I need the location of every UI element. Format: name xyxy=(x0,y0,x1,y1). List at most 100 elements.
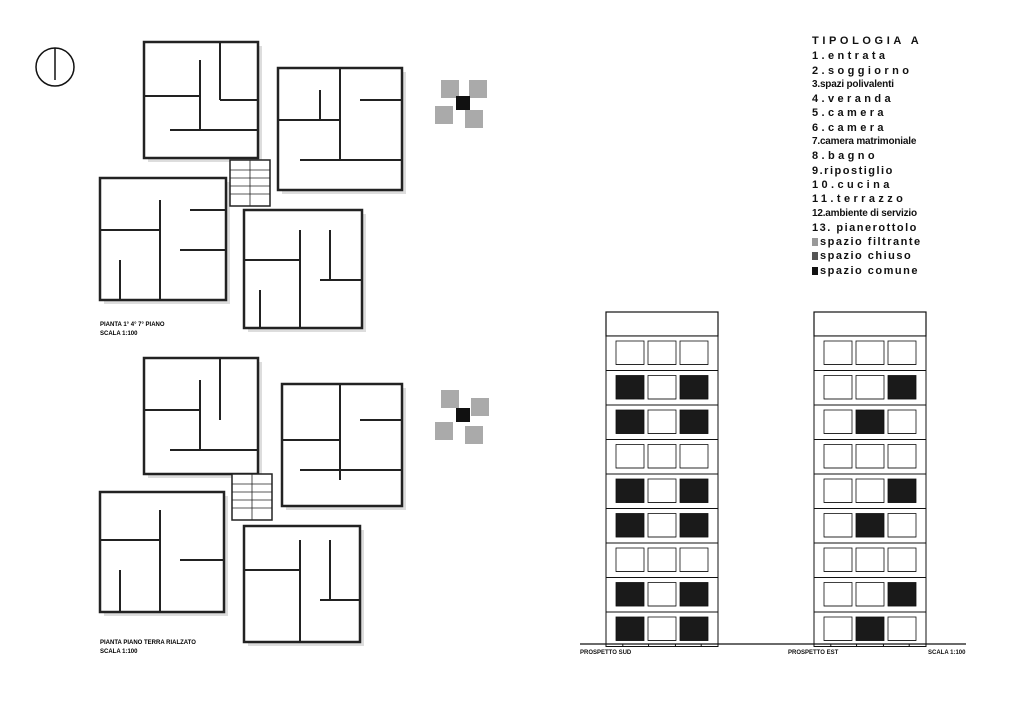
window xyxy=(855,375,885,400)
window xyxy=(679,547,709,572)
key-diagram-upper xyxy=(435,80,487,128)
window xyxy=(887,409,917,434)
north-arrow-icon xyxy=(35,47,75,87)
legend-item: 13. pianerottolo xyxy=(812,221,934,235)
window xyxy=(823,375,853,400)
legend-item-text: 8.bagno xyxy=(812,150,878,163)
legend-item-text: 3.spazi polivalenti xyxy=(812,78,894,90)
window xyxy=(887,513,917,538)
window xyxy=(615,340,645,365)
window xyxy=(887,616,917,641)
window xyxy=(647,616,677,641)
legend-item: spazio chiuso xyxy=(812,249,934,263)
window xyxy=(679,409,709,434)
legend-item-text: spazio chiuso xyxy=(820,250,913,263)
window xyxy=(615,478,645,503)
window xyxy=(855,547,885,572)
legend-item-text: 7.camera matrimoniale xyxy=(812,136,917,148)
legend-title: TIPOLOGIA A xyxy=(812,35,923,47)
window xyxy=(647,513,677,538)
window xyxy=(679,616,709,641)
legend-item-text: spazio comune xyxy=(820,264,919,277)
window xyxy=(647,444,677,469)
floor-plan-ground xyxy=(98,356,406,646)
legend-item-text: 13. pianerottolo xyxy=(812,221,918,234)
window xyxy=(855,582,885,607)
window xyxy=(855,513,885,538)
legend-item: 8.bagno xyxy=(812,149,934,163)
window xyxy=(679,375,709,400)
window xyxy=(615,375,645,400)
legend-item: 10.cucina xyxy=(812,178,934,192)
legend-swatch xyxy=(812,266,818,275)
elevation-east-label: PROSPETTO EST xyxy=(788,650,839,656)
window xyxy=(823,444,853,469)
window xyxy=(887,478,917,503)
legend-item: 6.camera xyxy=(812,121,934,135)
window xyxy=(855,444,885,469)
plan-ground-caption-1: PIANTA PIANO TERRA RIALZATO xyxy=(100,640,196,646)
window xyxy=(647,478,677,503)
legend-item-text: 4.veranda xyxy=(812,93,894,106)
floor-plan-upper xyxy=(98,40,406,332)
window xyxy=(887,547,917,572)
legend-item-text: 9.ripostiglio xyxy=(812,164,894,177)
window xyxy=(823,547,853,572)
legend-item-text: 1.entrata xyxy=(812,50,889,63)
legend-item: 2.soggiorno xyxy=(812,64,934,78)
window xyxy=(615,616,645,641)
key-diagram-ground xyxy=(435,390,489,444)
window xyxy=(679,340,709,365)
window xyxy=(823,513,853,538)
window xyxy=(887,340,917,365)
window xyxy=(615,444,645,469)
legend-item-text: 2.soggiorno xyxy=(812,64,913,77)
window xyxy=(679,444,709,469)
legend-item: 1.entrata xyxy=(812,49,934,63)
legend-swatch xyxy=(812,238,818,247)
plan-upper-caption-1: PIANTA 1° 4° 7° PIANO xyxy=(100,322,165,328)
legend-item: 12.ambiente di servizio xyxy=(812,207,934,221)
legend-item: spazio comune xyxy=(812,264,934,278)
window xyxy=(615,513,645,538)
parapet xyxy=(605,311,719,337)
legend-item: 11.terrazzo xyxy=(812,192,934,206)
window xyxy=(887,375,917,400)
plan-ground-caption-2: SCALA 1:100 xyxy=(100,649,138,655)
window xyxy=(615,582,645,607)
window xyxy=(823,340,853,365)
elevation-scale-label: SCALA 1:100 xyxy=(928,650,966,656)
window xyxy=(823,478,853,503)
elevation-east xyxy=(813,311,927,647)
window xyxy=(887,582,917,607)
window xyxy=(823,409,853,434)
legend-item-text: 6.camera xyxy=(812,121,887,134)
window xyxy=(679,513,709,538)
legend-item-text: 5.camera xyxy=(812,107,887,120)
legend-item: 7.camera matrimoniale xyxy=(812,135,934,149)
plan-upper-caption-2: SCALA 1:100 xyxy=(100,331,138,337)
window xyxy=(823,582,853,607)
window xyxy=(647,547,677,572)
window xyxy=(615,409,645,434)
legend-item: 5.camera xyxy=(812,106,934,120)
parapet xyxy=(813,311,927,337)
window xyxy=(679,582,709,607)
legend-item-text: 10.cucina xyxy=(812,178,893,191)
window xyxy=(855,340,885,365)
legend-item: 9.ripostiglio xyxy=(812,164,934,178)
window xyxy=(855,409,885,434)
window xyxy=(647,582,677,607)
legend-item-text: spazio filtrante xyxy=(820,236,922,249)
window xyxy=(855,616,885,641)
window xyxy=(647,409,677,434)
window xyxy=(679,478,709,503)
legend-item-text: 11.terrazzo xyxy=(812,193,907,206)
legend-swatch xyxy=(812,252,818,261)
window xyxy=(823,616,853,641)
legend-item: 4.veranda xyxy=(812,92,934,106)
window xyxy=(647,340,677,365)
legend-item-text: 12.ambiente di servizio xyxy=(812,207,917,219)
